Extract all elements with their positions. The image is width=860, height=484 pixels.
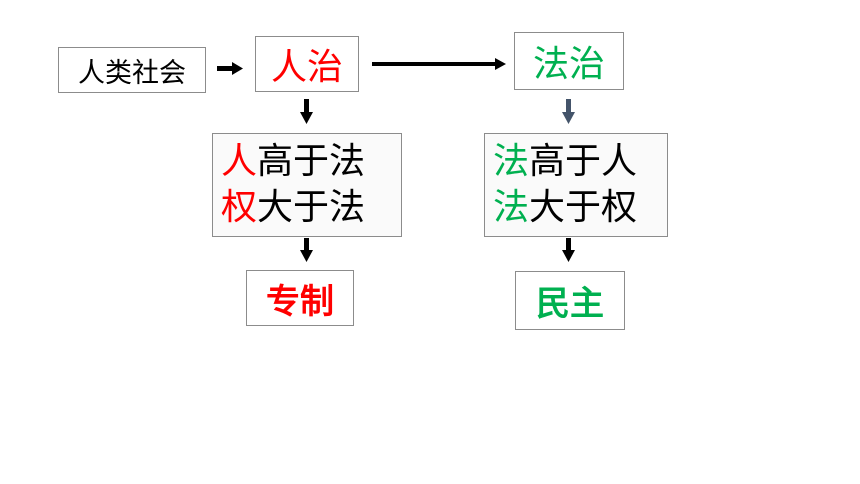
highlight-man: 人 (221, 141, 258, 182)
arrow-society-to-rule-of-man (217, 62, 243, 75)
arrow-to-autocracy (300, 238, 313, 262)
highlight-law-1: 法 (493, 141, 530, 182)
arrow-to-democracy (562, 238, 575, 262)
line-man-over-law: 人高于法 (221, 139, 365, 185)
node-rule-of-law-label: 法治 (532, 44, 605, 85)
text-over-law-2: 大于法 (257, 187, 366, 228)
highlight-law-2: 法 (493, 187, 530, 228)
node-rule-of-man: 人治 (255, 36, 359, 92)
node-autocracy: 专制 (246, 270, 354, 326)
line-law-over-man: 法高于人 (493, 139, 637, 185)
line-power-over-law: 权大于法 (221, 185, 365, 231)
node-autocracy-label: 专制 (266, 281, 334, 322)
node-human-society-label: 人类社会 (78, 57, 186, 89)
text-over-man: 高于人 (529, 141, 638, 182)
text-over-power: 大于权 (529, 187, 638, 228)
node-democracy: 民主 (515, 271, 625, 330)
node-man-power-over-law: 人高于法 权大于法 (212, 133, 402, 237)
arrow-rule-of-man-down (300, 99, 313, 124)
line-law-over-power: 法大于权 (493, 185, 637, 231)
node-rule-of-law: 法治 (514, 32, 624, 90)
highlight-power: 权 (221, 187, 258, 228)
node-rule-of-man-label: 人治 (270, 47, 343, 88)
text-over-law-1: 高于法 (257, 141, 366, 182)
node-law-over-man-power: 法高于人 法大于权 (484, 133, 668, 237)
arrow-rule-of-law-down (562, 99, 575, 124)
node-democracy-label: 民主 (536, 284, 604, 324)
node-human-society: 人类社会 (58, 47, 206, 93)
arrow-rule-of-man-to-rule-of-law (372, 58, 506, 70)
